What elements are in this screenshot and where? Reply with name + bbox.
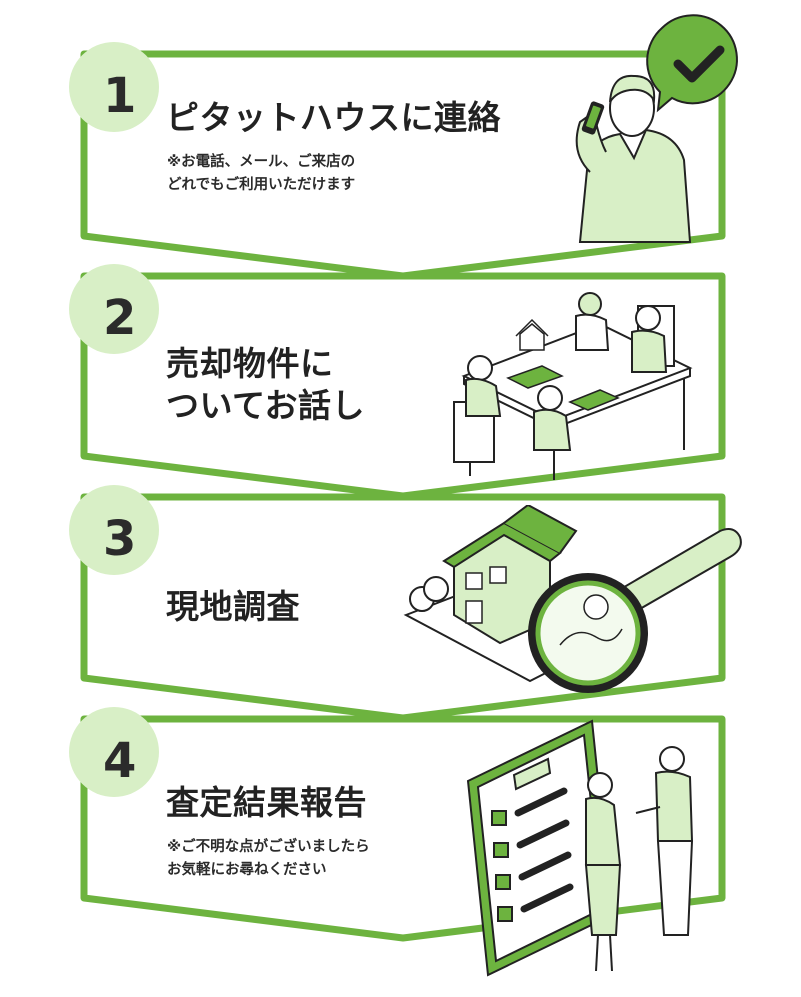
step-1-note: ※お電話、メール、ご来店の どれでもご利用いただけます (167, 154, 356, 194)
step-4-title: 査定結果報告 (166, 783, 367, 822)
step-4-number: 4 (103, 733, 137, 789)
step-1-title: ピタットハウスに連絡 (166, 98, 501, 137)
meeting-table-icon (453, 292, 693, 480)
step-4-number-circle (69, 707, 159, 797)
checklist-report-icon (466, 719, 694, 977)
step-1-number: 1 (103, 68, 137, 124)
step-3-number: 3 (103, 511, 137, 567)
step-2-number: 2 (103, 290, 137, 346)
step-4-note: ※ご不明な点がございましたら お気軽にお尋ねください (167, 839, 370, 879)
step-3-title: 現地調査 (166, 587, 300, 626)
person-phone-call-with-check-icon (575, 14, 738, 243)
step-3-number-circle (69, 485, 159, 575)
step-1-number-circle (69, 42, 159, 132)
step-1-frame (80, 50, 726, 280)
step-2-number-circle (69, 264, 159, 354)
house-magnifier-icon (403, 505, 742, 693)
step-2-title: 売却物件に ついてお話し (166, 344, 366, 426)
